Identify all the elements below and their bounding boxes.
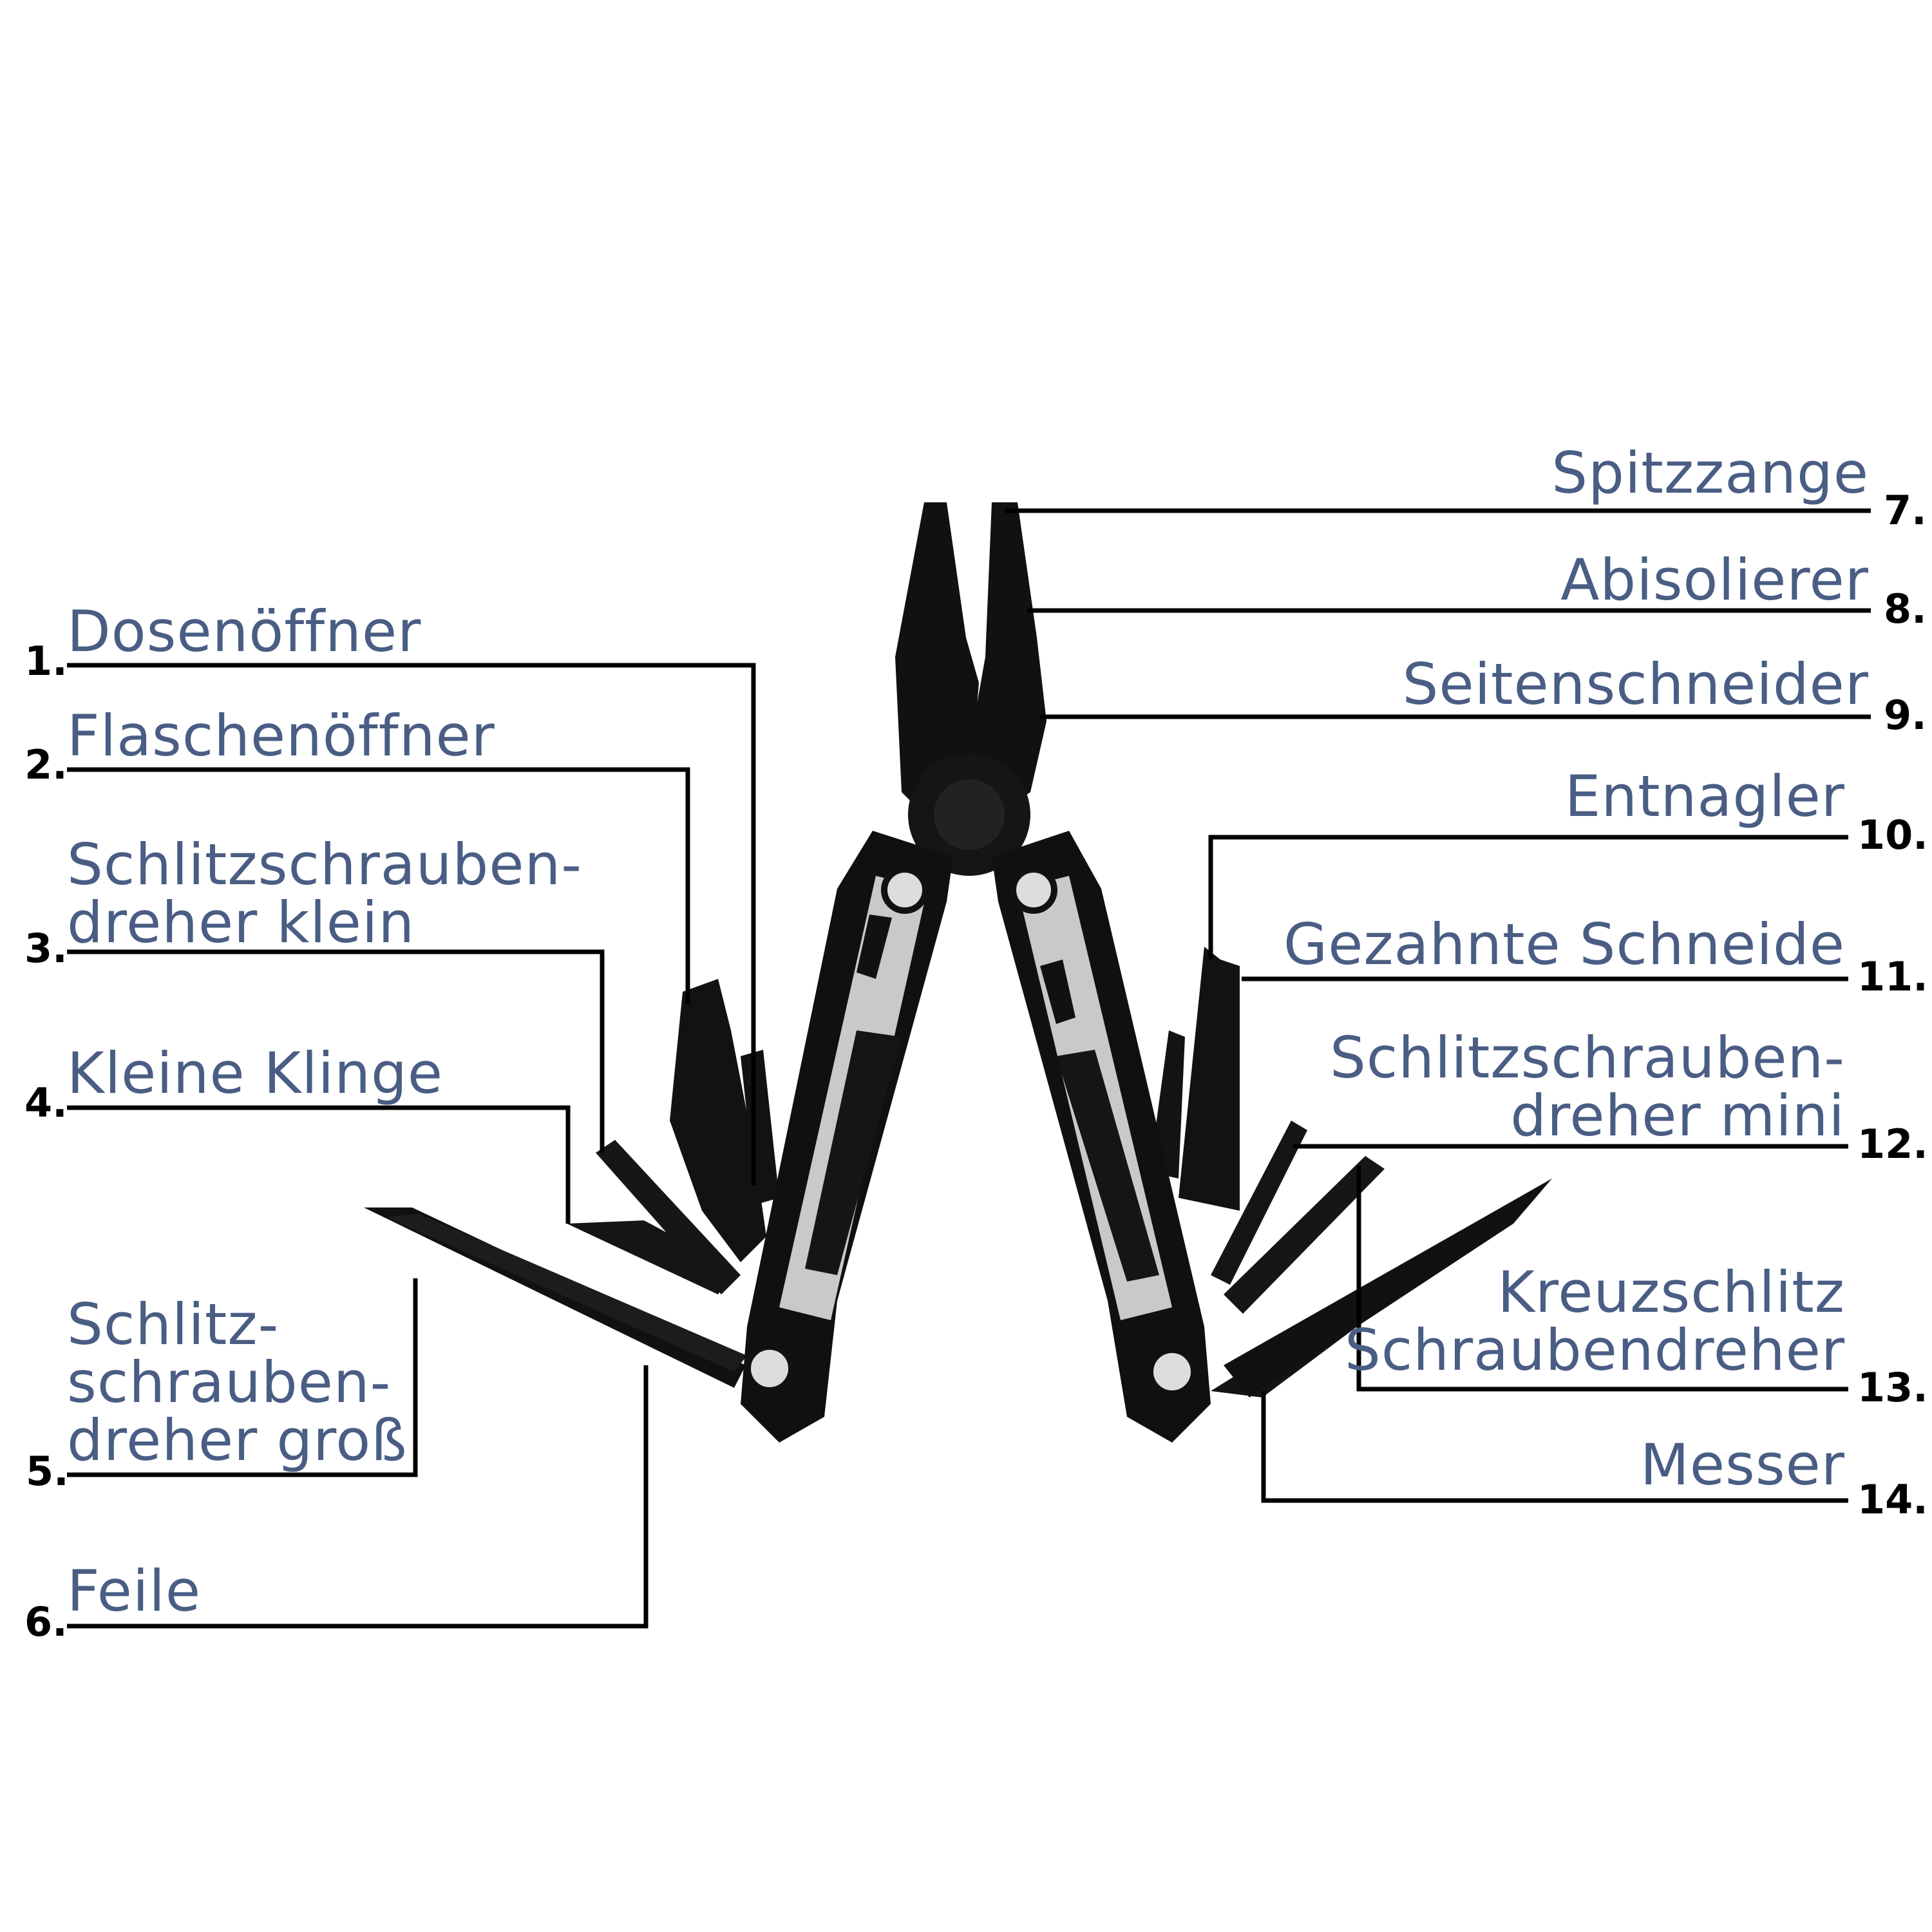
label-8: Abisolierer bbox=[1560, 547, 1869, 613]
number-10: 10. bbox=[1857, 811, 1928, 858]
label-13: Kreuzschlitz Schraubendreher bbox=[1344, 1259, 1845, 1383]
label-9: Seitenschneider bbox=[1402, 651, 1869, 717]
leader-line-2 bbox=[67, 767, 690, 1005]
number-6: 6. bbox=[24, 1598, 68, 1645]
number-12: 12. bbox=[1857, 1121, 1928, 1168]
leader-line-6 bbox=[67, 1365, 649, 1629]
leader-line-3 bbox=[67, 949, 605, 1153]
number-4: 4. bbox=[24, 1079, 68, 1126]
leader-line-13 bbox=[1356, 1166, 1848, 1392]
leader-line-1 bbox=[67, 663, 756, 1185]
number-1: 1. bbox=[24, 638, 68, 685]
number-14: 14. bbox=[1857, 1476, 1928, 1523]
file-tool bbox=[364, 1208, 746, 1388]
left-handle-screw-top bbox=[881, 866, 929, 914]
phillips-screwdriver-tool bbox=[1224, 1156, 1385, 1314]
number-11: 11. bbox=[1857, 953, 1928, 1000]
right-handle-screw-bottom bbox=[1147, 1347, 1197, 1397]
number-13: 13. bbox=[1857, 1364, 1928, 1411]
small-blade-tool bbox=[567, 1220, 734, 1294]
leader-line-5 bbox=[67, 1278, 418, 1477]
small-screwdriver-tool bbox=[596, 1140, 741, 1294]
serrated-blade-tool bbox=[1179, 947, 1240, 1211]
label-5: Schlitz- schrauben- dreher groß bbox=[67, 1291, 408, 1473]
right-handle-screw-top bbox=[1010, 866, 1057, 914]
number-2: 2. bbox=[24, 741, 68, 788]
label-4: Kleine Klinge bbox=[67, 1040, 444, 1106]
pliers-right-jaw bbox=[966, 502, 1046, 818]
label-2: Flaschenöffner bbox=[67, 703, 495, 769]
number-9: 9. bbox=[1884, 692, 1927, 739]
leader-line-14 bbox=[1261, 1391, 1848, 1503]
mini-screwdriver-tool bbox=[1211, 1121, 1307, 1285]
label-12: Schlitzschrauben- dreher mini bbox=[1329, 1025, 1845, 1149]
bottle-opener-tool bbox=[670, 979, 766, 1262]
can-opener-tool bbox=[741, 1050, 779, 1204]
pliers-left-jaw bbox=[895, 502, 979, 818]
knife-blade bbox=[1224, 1179, 1552, 1397]
label-3: Schlitzschrauben- dreher klein bbox=[67, 831, 583, 956]
number-3: 3. bbox=[24, 925, 68, 972]
number-7: 7. bbox=[1884, 487, 1927, 534]
label-6: Feile bbox=[67, 1558, 201, 1624]
leader-line-4 bbox=[67, 1105, 571, 1224]
multitool-image bbox=[364, 502, 1552, 1443]
leader-lines bbox=[67, 508, 1871, 1629]
label-7: Spitzzange bbox=[1551, 440, 1869, 506]
leader-line-10 bbox=[1208, 835, 1848, 960]
left-handle-screw-bottom bbox=[744, 1343, 795, 1394]
label-1: Dosenöffner bbox=[67, 598, 422, 665]
label-10: Entnagler bbox=[1564, 763, 1845, 829]
label-14: Messer bbox=[1640, 1432, 1845, 1498]
large-screwdriver-tool bbox=[386, 1214, 747, 1372]
number-5: 5. bbox=[26, 1448, 69, 1495]
number-8: 8. bbox=[1884, 585, 1927, 632]
label-11: Gezahnte Schneide bbox=[1283, 911, 1845, 978]
